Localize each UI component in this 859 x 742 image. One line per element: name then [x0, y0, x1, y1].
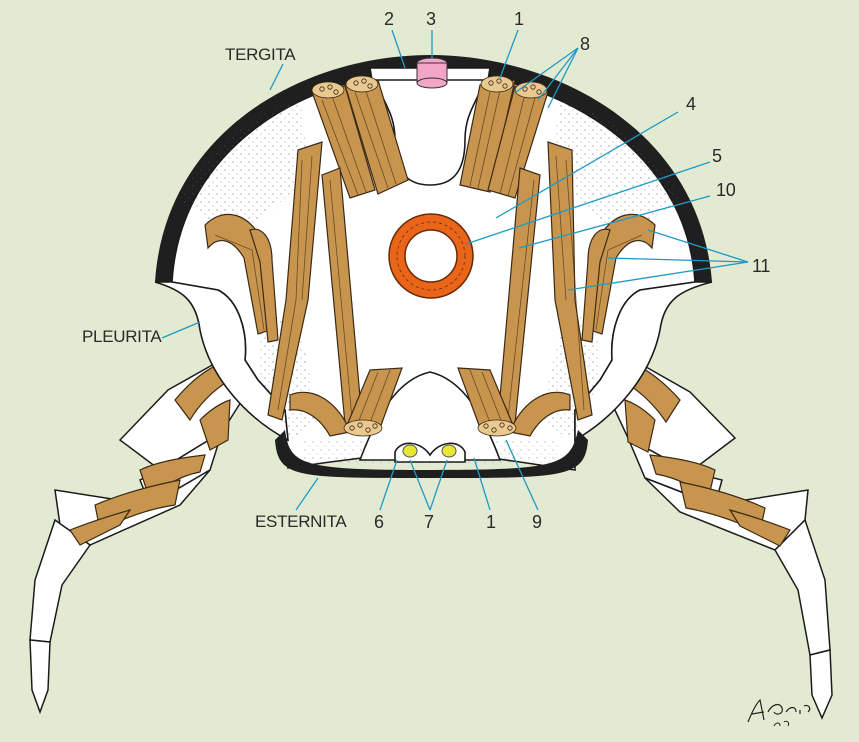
label-number-4: 4 [686, 94, 696, 114]
label-number-11: 11 [752, 256, 770, 276]
labels: TERGITA PLEURITA ESTERNITA 2 3 1 8 4 5 1… [82, 9, 771, 532]
label-number-9: 9 [532, 512, 542, 532]
label-number-8: 8 [580, 34, 590, 54]
label-number-7: 7 [424, 512, 434, 532]
digestive-tube [388, 213, 474, 299]
dorsoventral-muscles [204, 141, 656, 425]
label-tergita: TERGITA [225, 45, 296, 64]
artist-signature [747, 698, 811, 727]
label-number-10: 10 [716, 180, 736, 200]
label-number-6: 6 [374, 512, 384, 532]
left-leg [29, 354, 260, 715]
dorsal-vessel [416, 57, 448, 89]
label-number-2: 2 [384, 9, 394, 29]
sternum-cuticle [275, 430, 588, 478]
label-number-5: 5 [712, 146, 722, 166]
label-number-1-bottom: 1 [486, 512, 496, 532]
ventral-longitudinal-muscles [289, 367, 571, 437]
leader-lines [161, 29, 749, 511]
label-number-3: 3 [426, 9, 436, 29]
label-number-1-top: 1 [514, 9, 524, 29]
dorsal-longitudinal-muscles [311, 75, 549, 199]
ventral-nerve-cord [402, 444, 457, 458]
label-pleurita: PLEURITA [82, 327, 162, 346]
right-leg [599, 354, 833, 720]
label-esternita: ESTERNITA [255, 512, 347, 531]
